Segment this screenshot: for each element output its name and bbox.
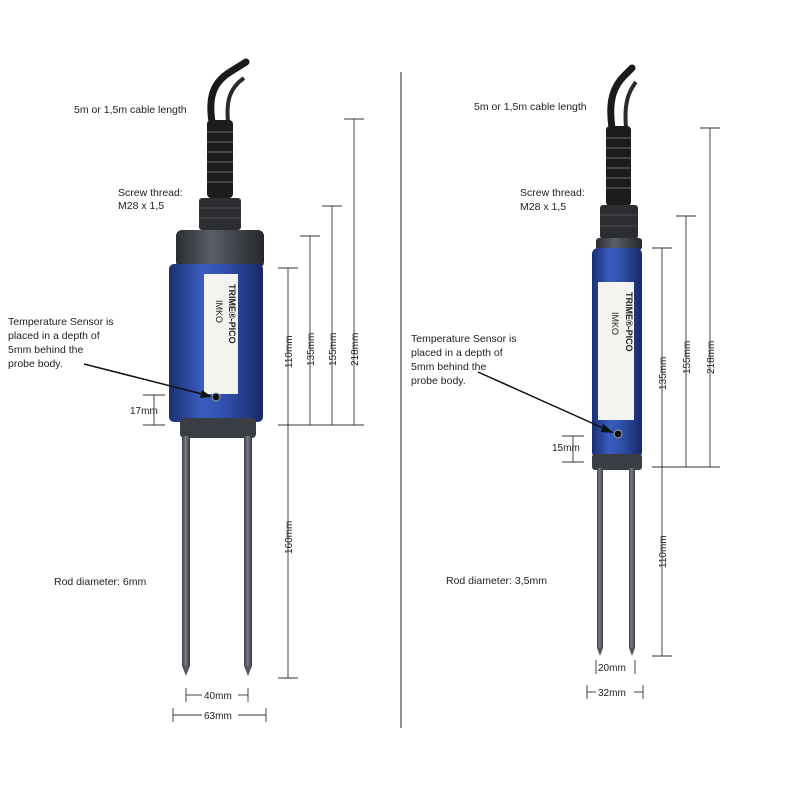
right-rod-diameter: Rod diameter: 3,5mm <box>446 575 547 587</box>
left-rod-2 <box>244 436 252 666</box>
left-temp-label-2: placed in a depth of <box>8 330 100 342</box>
right-temp-label-4: probe body. <box>411 375 466 387</box>
right-dim-135: 135mm <box>652 247 672 467</box>
svg-text:155mm: 155mm <box>682 341 693 374</box>
svg-text:32mm: 32mm <box>598 688 626 699</box>
right-dim-20: 20mm <box>595 660 636 674</box>
left-cable <box>207 58 250 126</box>
left-dim-40: 40mm <box>185 688 249 702</box>
right-dim-110: 110mm <box>652 467 672 657</box>
right-label-sticker <box>598 282 634 420</box>
svg-text:17mm: 17mm <box>130 406 158 417</box>
right-top-cap <box>596 238 642 250</box>
right-brand-model: TRIME®-PICO <box>624 292 634 352</box>
right-thread-label-2: M28 x 1,5 <box>520 201 566 213</box>
left-probe: TRIME®-PICO IMKO 5m or 1,5m cable length… <box>8 58 364 722</box>
left-strain-relief <box>207 120 233 198</box>
left-label-sticker <box>204 274 238 394</box>
right-dim-32: 32mm <box>586 685 644 699</box>
svg-text:135mm: 135mm <box>658 357 669 390</box>
left-thread-label-2: M28 x 1,5 <box>118 200 164 212</box>
right-dim-218: 218mm <box>700 127 720 467</box>
left-dim-218: 218mm <box>344 118 364 425</box>
right-probe: TRIME®-PICO IMKO 5m or 1,5m cable length… <box>411 64 720 699</box>
left-dim-160: 160mm <box>278 425 298 679</box>
right-cable <box>607 64 636 132</box>
left-temp-label-1: Temperature Sensor is <box>8 316 114 328</box>
right-rod-2 <box>629 468 635 648</box>
left-sensor-arrow <box>83 363 211 397</box>
left-dim-17: 17mm <box>130 394 165 426</box>
svg-text:218mm: 218mm <box>350 333 361 366</box>
right-dim-15: 15mm <box>552 435 584 463</box>
left-temperature-sensor-dot <box>211 392 221 402</box>
svg-text:63mm: 63mm <box>204 711 232 722</box>
right-thread-nut <box>600 205 638 239</box>
left-top-cap <box>176 230 264 268</box>
right-sensor-arrow <box>477 371 613 433</box>
left-rod-diameter: Rod diameter: 6mm <box>54 576 146 588</box>
right-cable-label: 5m or 1,5m cable length <box>474 101 587 113</box>
right-dim-155: 155mm <box>676 215 696 467</box>
right-temp-label-2: placed in a depth of <box>411 347 503 359</box>
left-thread-nut <box>199 198 241 230</box>
left-cable-label: 5m or 1,5m cable length <box>74 104 187 116</box>
svg-text:110mm: 110mm <box>658 535 669 568</box>
left-temp-label-3: 5mm behind the <box>8 344 83 356</box>
right-bottom-cap <box>592 454 642 470</box>
left-dim-110: 110mm <box>278 267 298 425</box>
left-dim-63: 63mm <box>172 708 267 722</box>
right-rod-1 <box>597 468 603 648</box>
left-thread-label-1: Screw thread: <box>118 187 183 199</box>
svg-text:135mm: 135mm <box>306 333 317 366</box>
svg-text:218mm: 218mm <box>706 341 717 374</box>
left-dim-135: 135mm <box>300 235 320 425</box>
svg-text:40mm: 40mm <box>204 691 232 702</box>
right-strain-relief <box>606 126 631 206</box>
svg-text:160mm: 160mm <box>284 521 295 554</box>
svg-text:15mm: 15mm <box>552 443 580 454</box>
right-thread-label-1: Screw thread: <box>520 187 585 199</box>
svg-text:110mm: 110mm <box>284 335 295 368</box>
right-temp-label-1: Temperature Sensor is <box>411 333 517 345</box>
right-temp-label-3: 5mm behind the <box>411 361 486 373</box>
left-brand-model: TRIME®-PICO <box>227 284 237 344</box>
right-temperature-sensor-dot <box>613 429 623 439</box>
right-brand-name: IMKO <box>610 312 620 335</box>
left-dim-155: 155mm <box>322 205 342 425</box>
left-bottom-cap <box>180 418 256 438</box>
svg-text:20mm: 20mm <box>598 663 626 674</box>
left-rod-1 <box>182 436 190 666</box>
left-temp-label-4: probe body. <box>8 358 63 370</box>
left-brand-name: IMKO <box>214 300 224 323</box>
svg-text:155mm: 155mm <box>328 333 339 366</box>
